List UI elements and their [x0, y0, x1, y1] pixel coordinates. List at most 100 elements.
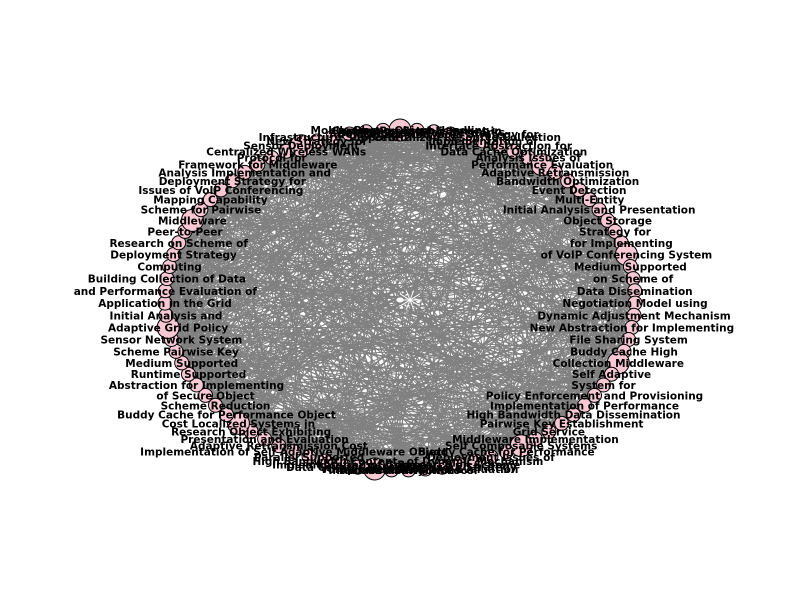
- edge: [192, 219, 627, 255]
- edge: [215, 404, 562, 424]
- node-label: of VoIP Conferencing System: [541, 250, 713, 262]
- graph-node: [426, 124, 442, 140]
- edge: [357, 199, 590, 468]
- graph-node: [607, 223, 623, 239]
- node-label: Sensor Network System: [100, 335, 242, 347]
- edge: [308, 131, 367, 457]
- node-label: Interface Abstraction for: [425, 141, 572, 153]
- edge: [285, 151, 476, 462]
- graph-node: [443, 126, 458, 142]
- node-label: Adaptive Grid Policy: [108, 323, 228, 335]
- edge: [200, 209, 280, 446]
- node-label: Data Dissemination: [577, 286, 693, 298]
- graph-node: [566, 407, 581, 423]
- edge: [165, 242, 622, 316]
- graph-node: [358, 124, 374, 140]
- edge: [164, 302, 604, 386]
- graph-node: [189, 377, 204, 393]
- graph-node: [237, 164, 253, 180]
- edge: [244, 172, 536, 440]
- edge: [215, 404, 522, 447]
- node-label: Peer-to-Peer: [147, 226, 223, 238]
- node-label: System Research: [332, 125, 434, 137]
- edge: [209, 199, 239, 424]
- graph-node: [342, 126, 357, 142]
- node-layer: [156, 118, 643, 481]
- edge: [164, 130, 384, 304]
- node-label: Deployment Strategy: [110, 250, 237, 262]
- node-label: Centralized Resource Collection: [373, 132, 561, 144]
- graph-node: [171, 235, 187, 251]
- edge: [169, 209, 600, 267]
- edge: [349, 133, 522, 446]
- edge: [466, 136, 625, 352]
- node-label: Self Adaptive: [572, 369, 651, 381]
- node-label: Implementation of Self Adaptive Middlewa…: [140, 447, 447, 459]
- node-label: Negotiation Model using: [562, 298, 707, 310]
- edge: [200, 131, 367, 211]
- node-label: Buddy Cache High: [570, 346, 678, 358]
- graph-node: [498, 444, 514, 460]
- graph-node: [257, 431, 273, 447]
- node-label: Implementation and Evaluation: [332, 464, 518, 476]
- edge: [200, 129, 384, 211]
- edge: [391, 189, 580, 471]
- edge: [400, 299, 411, 307]
- edge: [300, 145, 359, 468]
- edge: [210, 199, 522, 447]
- edge: [191, 220, 197, 386]
- edge: [332, 136, 631, 267]
- node-label: System for: [571, 380, 636, 392]
- node-label: Buddy Cache for Performance: [418, 447, 595, 459]
- graph-node: [198, 387, 213, 403]
- graph-node: [467, 453, 483, 469]
- graph-node: [181, 366, 196, 382]
- edge: [215, 199, 590, 406]
- edge: [365, 131, 563, 424]
- edge: [554, 172, 635, 316]
- graph-node: [554, 415, 570, 431]
- graph-node: [193, 202, 209, 218]
- edge: [164, 302, 492, 458]
- node-label: of Dynamic Mechanism: [407, 456, 544, 468]
- graph-node: [219, 407, 234, 423]
- edge: [184, 129, 384, 232]
- node-label: New Strategy for: [266, 136, 368, 148]
- graph-node: [587, 387, 602, 403]
- node-label: Dynamic Adjustment Mechanism: [537, 310, 730, 322]
- node-label: Implementation of: [428, 136, 538, 148]
- graph-node: [560, 173, 576, 189]
- edge: [405, 299, 411, 310]
- node-label: Scheme Reduction: [161, 400, 271, 412]
- edge: [264, 131, 367, 440]
- node-label: Analysis Implementation and: [158, 167, 331, 179]
- node-label: Presentation and Evaluation: [180, 434, 348, 446]
- edge: [220, 189, 426, 470]
- edge: [316, 140, 409, 471]
- edge: [324, 384, 604, 462]
- edge: [382, 129, 631, 267]
- graph-node: [604, 366, 619, 382]
- edge: [278, 130, 384, 446]
- edge: [316, 140, 359, 468]
- node-label: Parallel Supported: [254, 452, 364, 464]
- graph-node: [286, 444, 302, 460]
- node-label: Sensor Deployment: [243, 141, 359, 153]
- node-label: Deployment Strategy for: [159, 176, 307, 188]
- edge: [238, 136, 468, 424]
- graph-node: [208, 397, 223, 413]
- edge: [210, 199, 635, 316]
- edge: [285, 151, 342, 465]
- node-label: Data Grid for Data Grids: [286, 462, 429, 474]
- node-label: Mobile Phone Object Handling: [311, 125, 490, 137]
- graph-node: [317, 453, 333, 469]
- node-label: Sensor Networks Strategy for: [362, 129, 539, 141]
- edge: [220, 189, 595, 396]
- edge: [205, 172, 246, 396]
- edge: [257, 164, 310, 457]
- edge: [285, 150, 574, 416]
- edge: [188, 180, 233, 375]
- edge: [391, 327, 633, 471]
- edge: [278, 131, 367, 446]
- graph-node: [333, 457, 349, 473]
